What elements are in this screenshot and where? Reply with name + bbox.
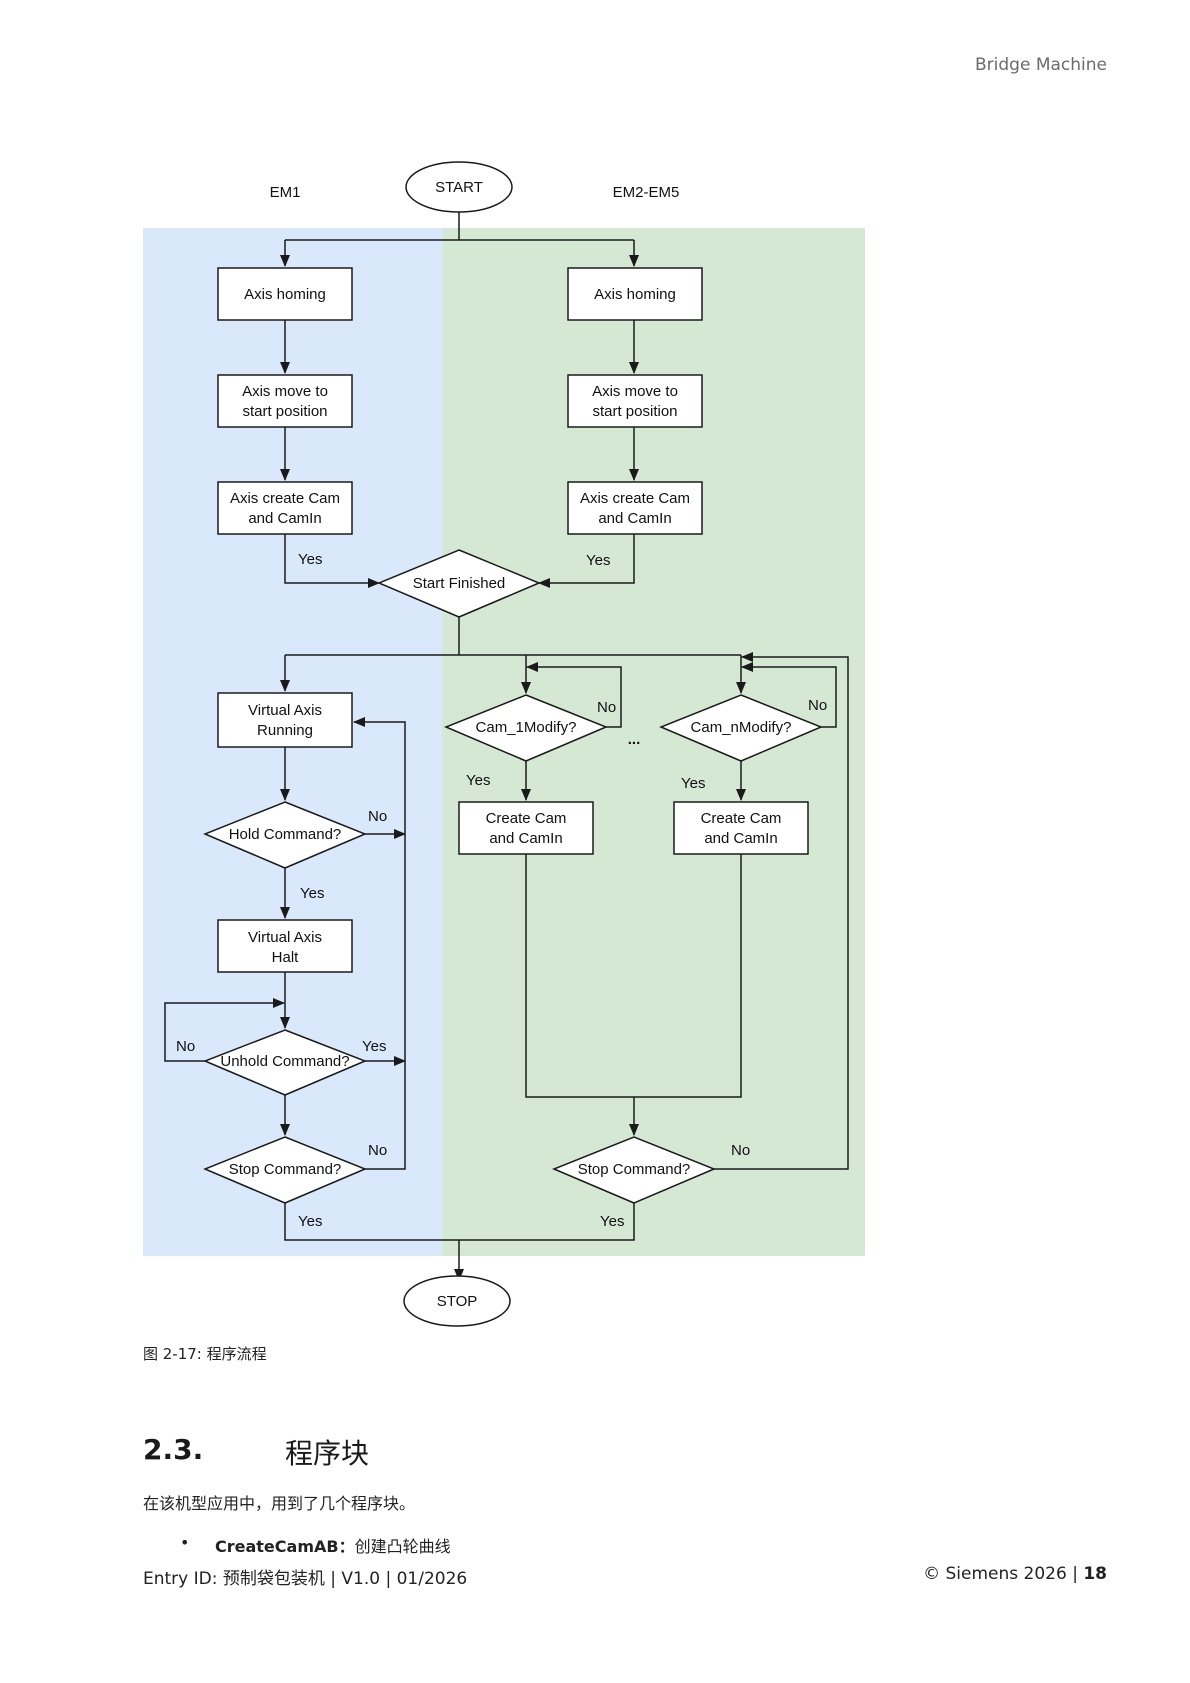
footer-copyright: © Siemens 2026 | 18: [923, 1564, 1107, 1584]
em2-axis-homing-label: Axis homing: [594, 286, 676, 303]
em2-axis-create-cam-label-line2: and CamIn: [598, 510, 671, 527]
no-label-cam-1: No: [597, 699, 616, 716]
stop-terminal-label: STOP: [437, 1293, 478, 1310]
em1-axis-homing-box: [217, 267, 353, 321]
cam-n-modify-label: Cam_nModify?: [691, 719, 792, 736]
page-number: 18: [1083, 1564, 1107, 1584]
virtual-axis-running-box: [217, 692, 353, 748]
start-finished-decision: [377, 549, 541, 618]
cam-n-modify-decision: [659, 694, 823, 762]
em2-axis-move-label-line2: start position: [592, 403, 677, 420]
em1-axis-create-cam-label-line2: and CamIn: [248, 510, 321, 527]
no-label-cam-n: No: [808, 697, 827, 714]
body-paragraph: 在该机型应用中，用到了几个程序块。: [143, 1494, 416, 1513]
em1-axis-move-label-line2: start position: [242, 403, 327, 420]
no-label-unhold: No: [176, 1038, 195, 1055]
create-cam-n-label-line1: Create Cam: [701, 810, 782, 827]
em2-stop-command-decision: [552, 1136, 716, 1204]
cam-1-modify-label: Cam_1Modify?: [476, 719, 577, 736]
section-title: 程序块: [285, 1437, 370, 1470]
em2-axis-move-box: [567, 374, 703, 428]
em2-axis-homing-box: [567, 267, 703, 321]
yes-label-hold: Yes: [300, 885, 324, 902]
start-terminal-label: START: [435, 179, 483, 196]
em1-axis-move-label-line1: Axis move to: [242, 383, 328, 400]
no-label-em1-stop: No: [368, 1142, 387, 1159]
flow-connectors: [164, 212, 849, 1281]
create-cam-1-label-line2: and CamIn: [489, 830, 562, 847]
footer-entry-id: Entry ID: 预制袋包装机 | V1.0 | 01/2026: [143, 1569, 468, 1589]
hold-command-label: Hold Command?: [229, 826, 342, 843]
no-label-hold: No: [368, 808, 387, 825]
bullet-content: CreateCamAB：创建凸轮曲线: [215, 1533, 451, 1557]
yes-label-unhold: Yes: [362, 1038, 386, 1055]
em2-axis-move-label-line1: Axis move to: [592, 383, 678, 400]
bullet-term: CreateCamAB：: [215, 1537, 355, 1556]
program-flowchart: EM1 EM2-EM5: [143, 161, 865, 1327]
yes-label-em1-create: Yes: [298, 551, 322, 568]
footer-copyright-text: © Siemens 2026 |: [923, 1564, 1078, 1584]
em2-stop-command-label: Stop Command?: [578, 1161, 691, 1178]
em1-axis-create-cam-box: [217, 481, 353, 535]
em2-axis-create-cam-label-line1: Axis create Cam: [580, 490, 690, 507]
create-cam-n-label-line2: and CamIn: [704, 830, 777, 847]
virtual-axis-running-label-line1: Virtual Axis: [248, 702, 322, 719]
em1-stop-command-label: Stop Command?: [229, 1161, 342, 1178]
figure-caption: 图 2-17: 程序流程: [143, 1345, 267, 1363]
create-cam-n-box: [673, 801, 809, 855]
header-title: Bridge Machine: [975, 55, 1107, 75]
create-cam-1-label-line1: Create Cam: [486, 810, 567, 827]
em1-axis-homing-label: Axis homing: [244, 286, 326, 303]
no-label-em2-stop: No: [731, 1142, 750, 1159]
cam-1-modify-decision: [444, 694, 608, 762]
virtual-axis-halt-box: [217, 919, 353, 973]
start-terminal: [405, 161, 513, 213]
lane-label-em1: EM1: [270, 184, 301, 201]
cam-modify-ellipsis: ...: [628, 731, 641, 748]
stop-terminal: [403, 1275, 511, 1327]
yes-label-cam-1: Yes: [466, 772, 490, 789]
em1-axis-create-cam-label-line1: Axis create Cam: [230, 490, 340, 507]
virtual-axis-running-label-line2: Running: [257, 722, 313, 739]
lane-label-em2-em5: EM2-EM5: [613, 184, 680, 201]
start-finished-label: Start Finished: [413, 575, 506, 592]
yes-label-em2-create: Yes: [586, 552, 610, 569]
unhold-command-label: Unhold Command?: [220, 1053, 349, 1070]
yes-label-em2-stop: Yes: [600, 1213, 624, 1230]
bullet-dot: •: [180, 1533, 190, 1552]
section-number: 2.3.: [143, 1433, 204, 1466]
hold-command-decision: [203, 801, 367, 869]
bullet-description: 创建凸轮曲线: [354, 1537, 451, 1556]
create-cam-1-box: [458, 801, 594, 855]
em1-stop-command-decision: [203, 1136, 367, 1204]
yes-label-em1-stop: Yes: [298, 1213, 322, 1230]
yes-label-cam-n: Yes: [681, 775, 705, 792]
virtual-axis-halt-label-line2: Halt: [272, 949, 300, 966]
virtual-axis-halt-label-line1: Virtual Axis: [248, 929, 322, 946]
em2-axis-create-cam-box: [567, 481, 703, 535]
unhold-command-decision: [203, 1029, 367, 1096]
em1-axis-move-box: [217, 374, 353, 428]
